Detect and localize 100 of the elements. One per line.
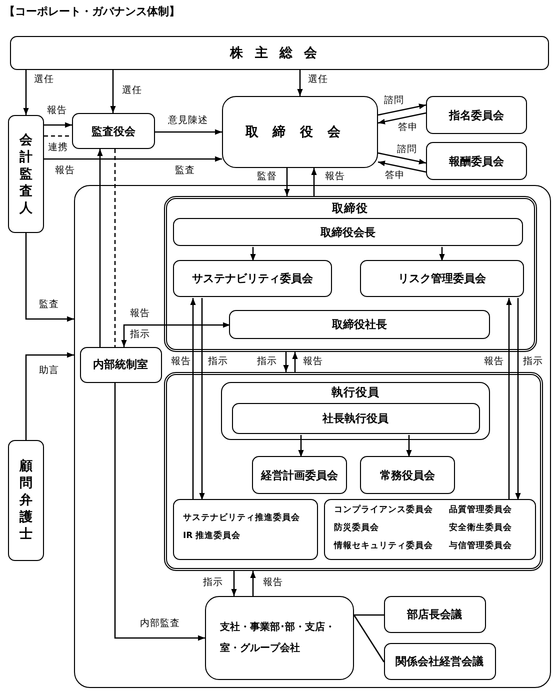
edge-label: 選任: [121, 85, 143, 97]
arrow: [506, 298, 512, 500]
arrow: [155, 129, 222, 135]
edge-label: 報告: [170, 356, 192, 368]
edge-label: 報告: [46, 105, 68, 117]
org-name: 取締役会長: [320, 224, 376, 240]
org-name: 常務役員会: [380, 468, 435, 482]
org-name: 報酬委員会: [449, 154, 504, 168]
org-box: [360, 260, 524, 297]
group-frame: [221, 382, 490, 440]
org-box: [8, 115, 44, 233]
arrow: [25, 352, 74, 440]
org-name: 指名委員会: [449, 108, 504, 122]
arrow: [297, 70, 303, 96]
org-name: 監査役会: [92, 124, 136, 138]
diagram-title: 【コーポレート・ガバナンス体制】: [4, 4, 180, 19]
org-box: [173, 499, 318, 560]
group-frame: [164, 372, 542, 570]
org-box: [80, 346, 162, 382]
org-box: [72, 113, 155, 149]
note-label: 指示: [129, 329, 151, 341]
arrow: [25, 233, 74, 322]
arrow: [190, 298, 196, 500]
org-box: [384, 596, 486, 632]
committee-name: 与信管理委員会: [449, 540, 512, 552]
edge-label: 諮問: [383, 95, 405, 107]
org-box: [173, 260, 332, 297]
arrow: [298, 435, 304, 457]
committee-name: コンプライアンス委員会: [334, 504, 433, 516]
edge-label: 諮問: [396, 144, 418, 156]
committee-name: IR 推進委員会: [183, 530, 241, 542]
arrow: [283, 352, 289, 372]
arrow: [44, 122, 72, 128]
edge-label: 報告: [129, 308, 151, 320]
org-box: [252, 456, 347, 494]
arrow: [378, 104, 426, 116]
edge-label: 答申: [384, 170, 406, 182]
edge-label: 連携: [47, 142, 69, 154]
org-name: 会計監査人: [20, 132, 32, 216]
group-frame: [164, 196, 536, 352]
org-name: 部店長会議: [407, 606, 462, 622]
arrow: [292, 352, 298, 372]
arrow: [378, 112, 426, 124]
dashed-line: [44, 135, 72, 137]
org-name: 関係会社経営会議: [396, 654, 484, 668]
edge-label: 報告: [483, 356, 505, 368]
connector-line: [354, 614, 384, 616]
org-box: [324, 499, 536, 560]
connector-line: [353, 614, 385, 662]
arrow: [250, 247, 256, 261]
edge-label: 意見陳述: [167, 115, 209, 127]
edge-label: 指示: [256, 356, 278, 368]
arrow: [121, 322, 230, 347]
arrow: [110, 70, 116, 113]
edge-label: 選任: [307, 74, 329, 86]
edge-label: 助言: [38, 365, 60, 377]
edge-label: 報告: [54, 165, 76, 177]
note-label: 監査: [174, 165, 196, 177]
group-heading: 執行役員: [330, 385, 380, 400]
org-box: [173, 218, 523, 246]
edge-label: 報告: [302, 356, 324, 368]
arrow: [515, 298, 521, 500]
arrow: [231, 571, 237, 596]
edge-label: 指示: [207, 356, 229, 368]
arrow: [311, 168, 317, 196]
org-name: 顧問弁護士: [20, 458, 32, 543]
committee-name: 品質管理委員会: [449, 504, 512, 516]
org-box: [222, 96, 378, 168]
group-heading: 取締役: [331, 200, 369, 216]
org-name: 支社・事業部･部・支店・室・グループ会社: [220, 620, 336, 656]
org-name: リスク管理委員会: [398, 271, 486, 286]
dashed-line: [114, 149, 116, 347]
arrow: [406, 435, 412, 457]
arrow: [250, 571, 256, 596]
org-name: 経営計画委員会: [261, 468, 338, 482]
edge-label: 指示: [522, 356, 544, 368]
org-name: 取締役社長: [332, 317, 387, 332]
arrow: [23, 70, 29, 115]
arrow: [378, 152, 426, 164]
org-name: 取締役会: [245, 124, 355, 141]
edge-label: 監査: [38, 299, 60, 311]
org-box: [232, 402, 480, 434]
arrow: [114, 383, 205, 641]
edge-label: 答申: [397, 122, 419, 134]
arrow: [199, 298, 205, 500]
org-name: 内部統制室: [93, 357, 148, 372]
edge-label: 報告: [324, 171, 346, 183]
arrow: [44, 156, 222, 162]
edge-label: 選任: [33, 74, 55, 86]
edge-label: 報告: [262, 577, 284, 589]
org-box: [10, 36, 549, 70]
arrow: [439, 247, 445, 261]
committee-name: 情報セキュリティ委員会: [334, 540, 433, 552]
org-box: [426, 96, 527, 134]
committee-name: 防災委員会: [334, 522, 379, 534]
org-box: [426, 142, 527, 180]
committee-name: 安全衛生委員会: [449, 522, 512, 534]
edge-label: 内部監査: [139, 618, 181, 630]
arrow: [97, 149, 103, 347]
committee-name: サステナビリティ推進委員会: [183, 512, 300, 524]
